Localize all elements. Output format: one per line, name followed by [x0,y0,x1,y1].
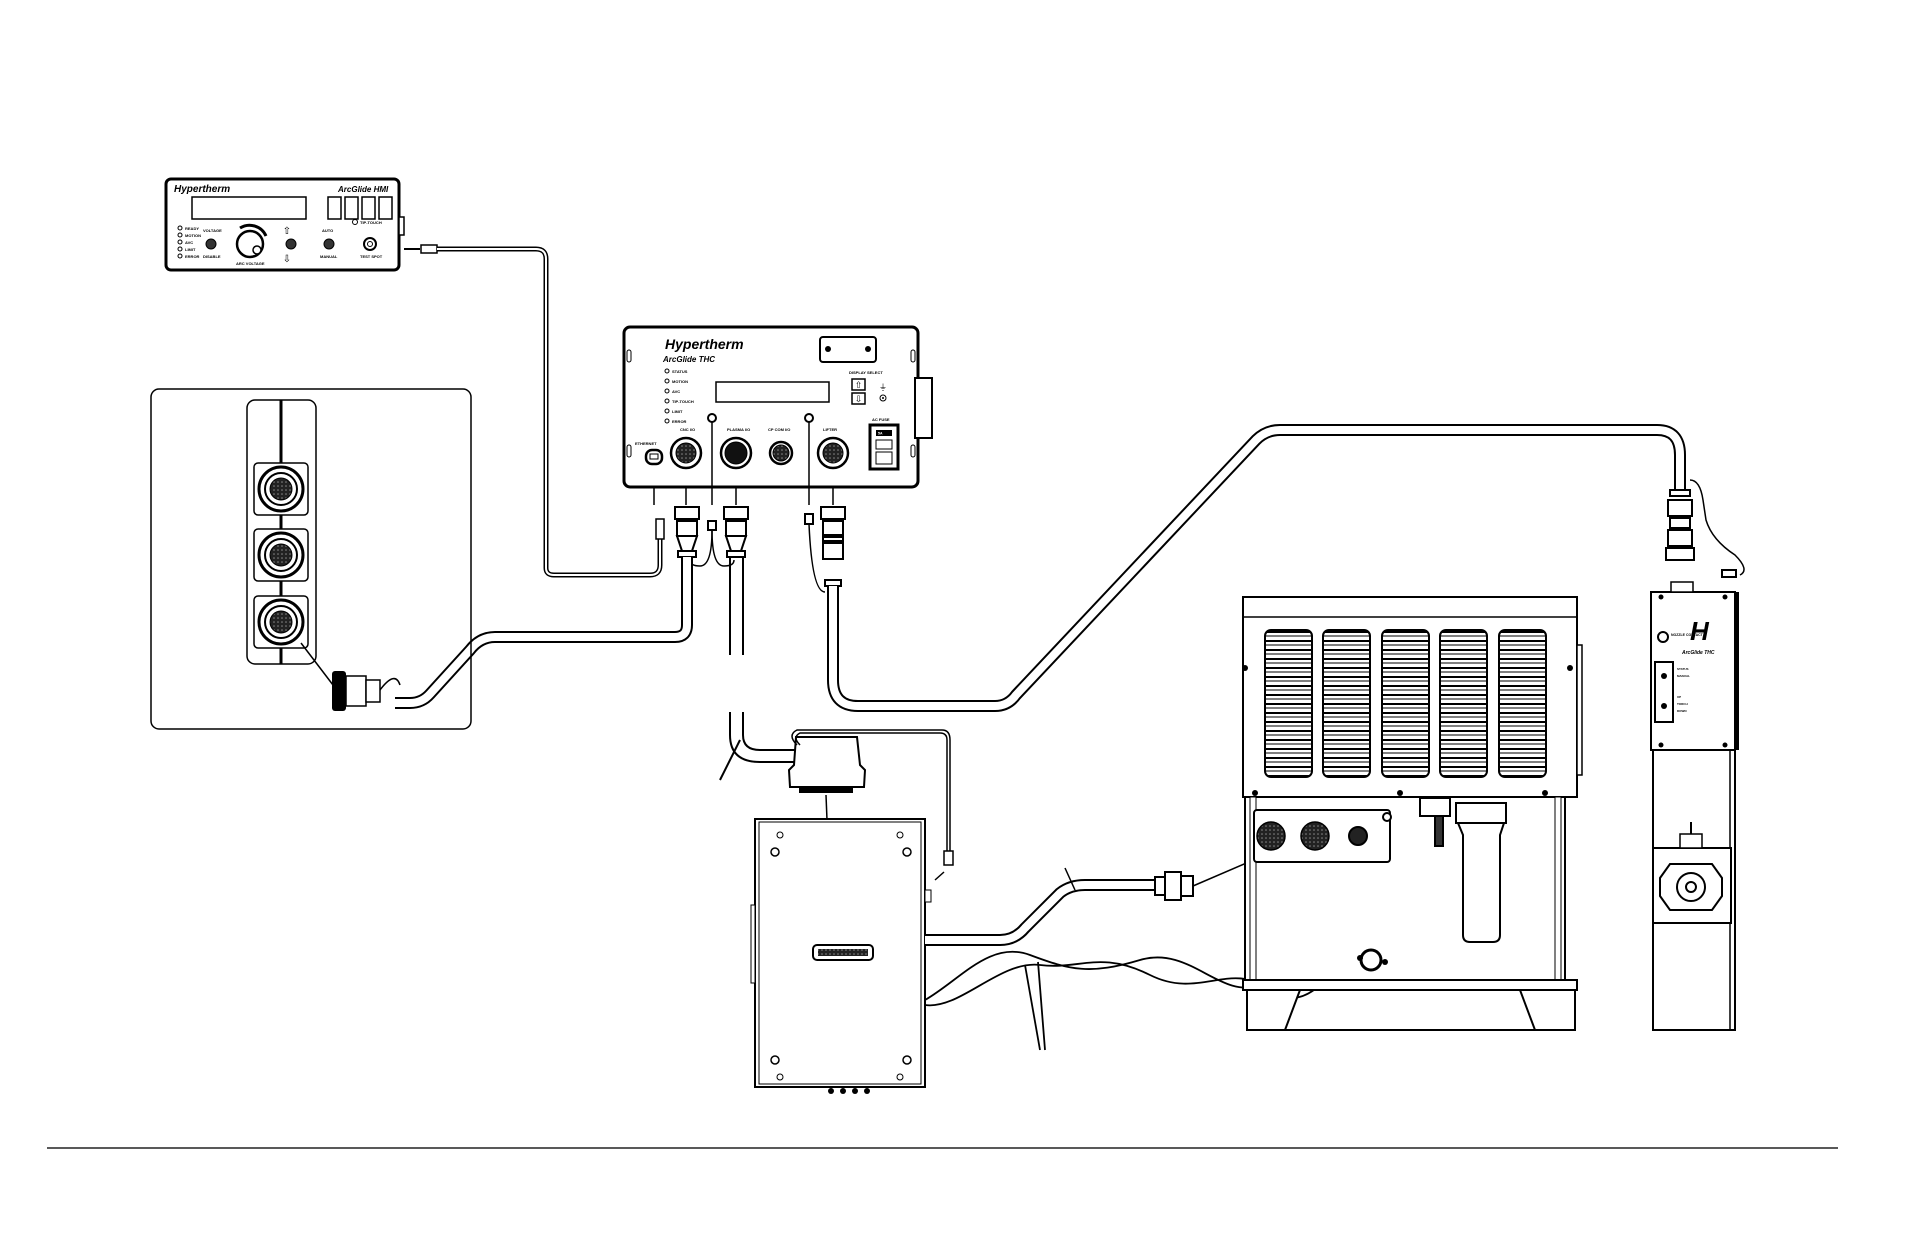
display-up-button[interactable] [851,378,866,391]
lifter-label: UP [1677,695,1681,699]
plasma-plug [723,506,749,558]
panel-connector [253,528,309,582]
tip-touch-led [352,219,358,225]
coolant-filter [1419,797,1507,943]
hmi-model: ArcGlide HMI [337,185,389,194]
plasma-io-cable [719,557,800,781]
knob-label: ARC VOLTAGE [236,261,265,266]
display-down-button[interactable] [851,392,866,405]
lifter-label: DOWN [1677,709,1687,713]
rear-port [1300,821,1330,851]
plasma-power-supply [1242,596,1583,1031]
ac-fuse-label: AC FUSE [872,417,890,422]
auto-label: AUTO [322,228,333,233]
disable-label: DISABLE [203,254,221,259]
nozzle-contact-led [1657,631,1669,643]
hmi-led-list: READY MOTION AVC LIMIT ERROR [177,225,201,259]
thc-led-label: TIP-TOUCH [672,399,694,404]
voltage-toggle[interactable] [205,238,217,250]
enclosure-cable-plug [1154,871,1194,901]
port-label-ethernet: ETHERNET [635,441,657,446]
thc-lcd [715,381,830,403]
thc-lifter: NOZZLE CONTACT H ArcGlide THC STATUS MAN… [1650,581,1739,1031]
hmi-led-label: MOTION [185,233,201,238]
interface-connector-plug [787,736,867,793]
tip-touch-label: TIP-TOUCH [360,220,382,225]
lifter-cable-plug [1665,479,1745,578]
lifter-label: TORCH [1677,702,1688,706]
up-arrow-icon: ⇧ [855,380,863,390]
hmi-led-label: LIMIT [185,247,196,252]
cnc-plug [674,506,700,558]
cable-plugs [674,506,846,587]
port-label-cpcom: CP COM I/O [768,427,790,432]
port-leader-lines [653,422,834,505]
thc-led-label: AVC [672,389,680,394]
hmi-ethernet-cable [404,244,665,578]
interface-ground-wire [791,729,954,881]
panel-connector [253,462,309,516]
hmi-brand: Hypertherm [174,184,230,195]
cnc-cable [395,557,693,709]
fuse-rating: 5A [878,432,883,436]
lifter-label: NOZZLE CONTACT [1671,633,1704,637]
hmi-led-label: AVC [185,240,193,245]
port-label-lifter: LIFTER [823,427,837,432]
auto-manual-toggle[interactable] [323,238,335,250]
ground-wires [689,523,826,593]
cnc-cable-plug [332,671,401,711]
thc-led-label: STATUS [672,369,688,374]
lifter-label: MANUAL [1677,674,1690,678]
jog-toggle[interactable] [285,238,297,250]
knob-scale-arc [239,223,268,237]
thc-control-module: Hypertherm ArcGlide THC STATUS MOTION AV… [622,325,933,489]
interface-enclosure [750,818,932,1094]
display-select-label: DISPLAY SELECT [849,370,883,375]
thc-brand: Hypertherm [665,336,744,352]
ground-stud [707,413,717,423]
thc-led-label: MOTION [672,379,688,384]
rear-port [1256,821,1286,851]
lifter-cable [827,424,1686,712]
lifter-label: STATUS [1677,667,1689,671]
lifter-control-panel [1654,661,1674,723]
louver-panel [1264,629,1547,778]
thc-led-label: LIMIT [672,409,683,414]
hmi-digit-display [327,196,393,220]
test-label: TEST SPOT [360,254,383,259]
enclosure-cable [925,867,1155,946]
ground-icon: ⏚ [879,383,887,392]
voltage-label: VOLTAGE [203,228,222,233]
down-arrow-icon: ⇩ [283,254,291,265]
hypertherm-logo-icon: H [1690,616,1710,646]
port-label-cnc: CNC I/O [680,427,695,432]
lifter-model: ArcGlide THC [1681,650,1715,656]
hmi-led-label: READY [185,226,199,231]
hmi-pendant: Hypertherm ArcGlide HMI TIP-TOUCH READY … [164,177,405,272]
strain-relief [1357,948,1388,972]
thc-led-label: ERROR [672,419,687,424]
lifter-plug [820,506,846,587]
manual-label: MANUAL [320,254,338,259]
hmi-led-label: ERROR [185,254,200,259]
ground-stud [804,413,814,423]
panel-connector [253,595,309,649]
thc-cover-plate [819,336,877,363]
rear-port [1348,826,1368,846]
cnc-connector-inset [150,388,472,730]
thc-led-list: STATUS MOTION AVC TIP-TOUCH LIMIT ERROR [664,368,694,424]
up-arrow-icon: ⇧ [283,226,291,237]
hmi-lcd [191,196,307,220]
port-label-plasma: PLASMA I/O [727,427,750,432]
down-arrow-icon: ⇩ [855,394,863,404]
thc-model: ArcGlide THC [662,355,715,364]
